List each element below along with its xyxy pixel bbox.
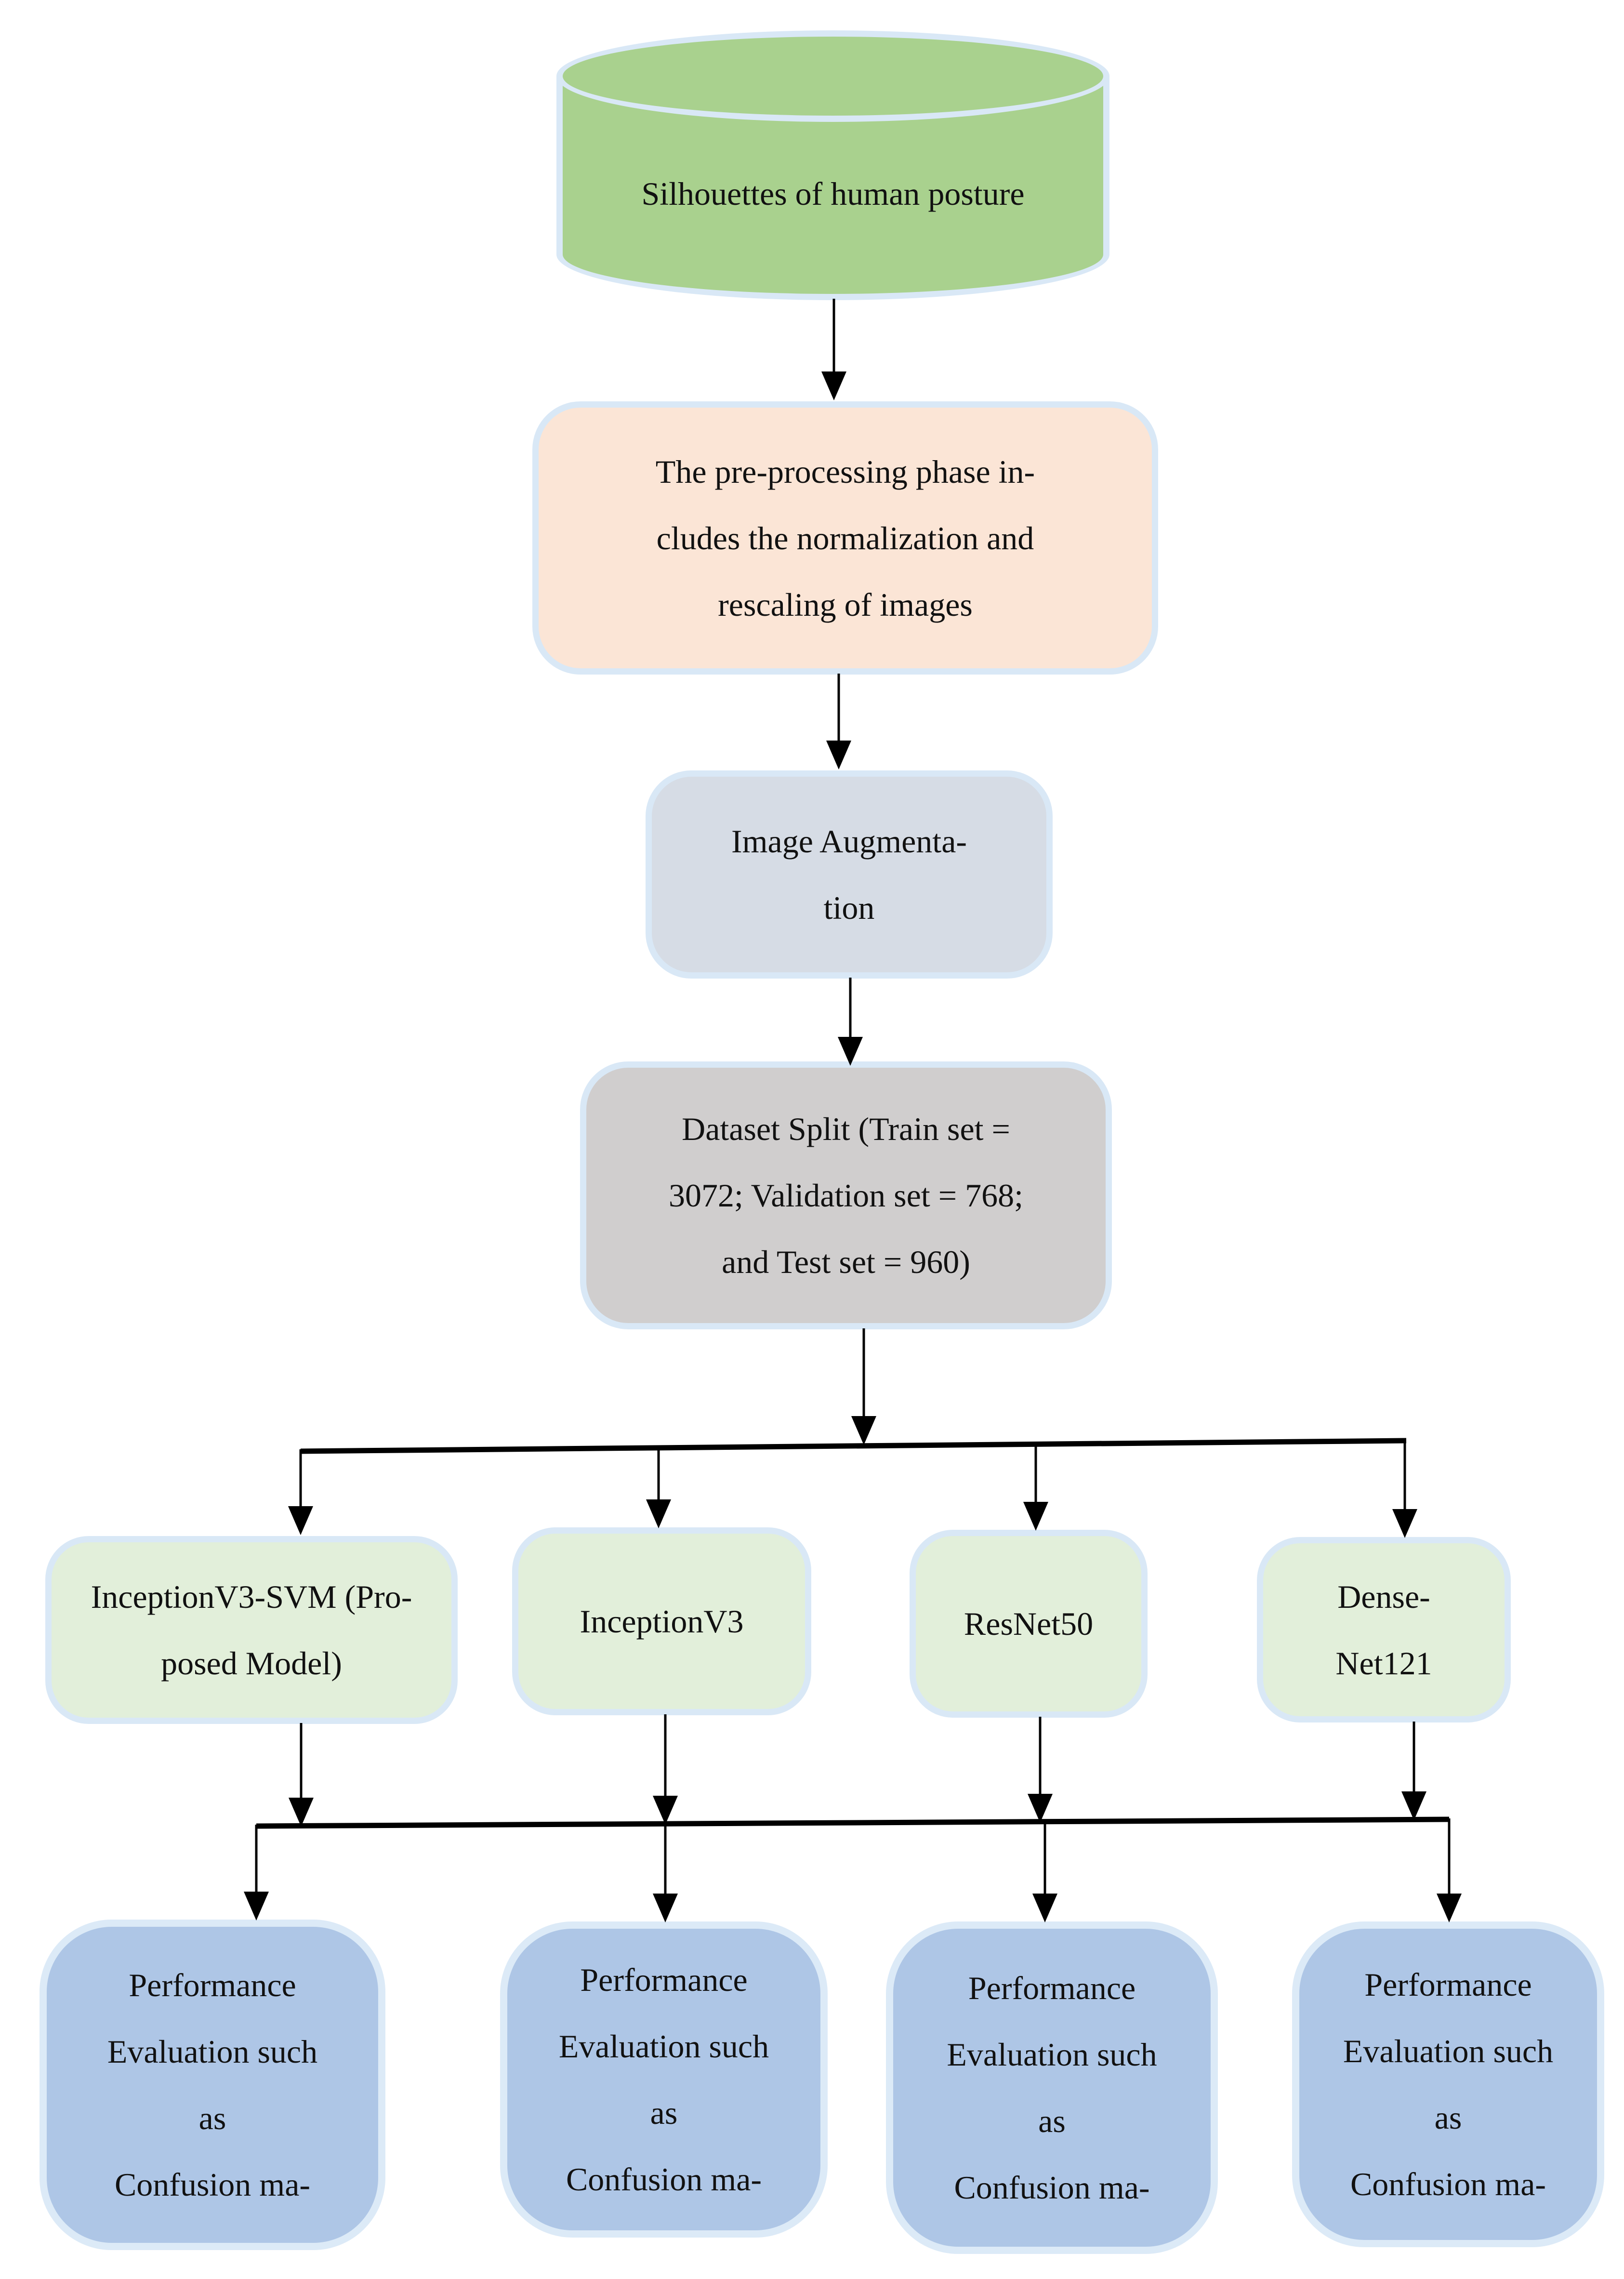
evaluation-line: Evaluation such bbox=[558, 2028, 769, 2065]
model-box-resnet50: ResNet50 bbox=[910, 1530, 1148, 1718]
model-line: ResNet50 bbox=[964, 1605, 1094, 1642]
evaluation-box-1: Performance Evaluation such as Confusion… bbox=[40, 1920, 385, 2250]
arrowhead-branch-to-evaluation-3 bbox=[1032, 1894, 1057, 1922]
evaluation-line: Evaluation such bbox=[107, 2033, 318, 2070]
arrowhead-model-4-to-branch bbox=[1401, 1791, 1426, 1820]
dataset-split-line-3: and Test set = 960) bbox=[722, 1244, 970, 1280]
model-line: InceptionV3 bbox=[580, 1603, 744, 1640]
dataset-split-line-1: Dataset Split (Train set = bbox=[682, 1111, 1010, 1147]
arrowhead-branch-to-model-2 bbox=[646, 1499, 671, 1528]
arrowhead-branch-to-model-3 bbox=[1023, 1502, 1048, 1531]
evaluation-line: Performance bbox=[968, 1970, 1136, 2006]
arrowhead-branch-to-evaluation-4 bbox=[1437, 1894, 1462, 1922]
augmentation-box: Image Augmenta- tion bbox=[646, 770, 1053, 979]
evaluation-box-4: Performance Evaluation such as Confusion… bbox=[1292, 1921, 1604, 2247]
evaluation-box-3: Performance Evaluation such as Confusion… bbox=[886, 1921, 1218, 2254]
arrowhead-model-3-to-branch bbox=[1028, 1794, 1053, 1823]
database-label: Silhouettes of human posture bbox=[641, 175, 1025, 212]
model-box-densenet121: Dense- Net121 bbox=[1257, 1537, 1511, 1722]
evaluation-line: Confusion ma- bbox=[114, 2166, 311, 2203]
preprocessing-line-2: cludes the normalization and bbox=[656, 519, 1034, 556]
dataset-split-box: Dataset Split (Train set = 3072; Validat… bbox=[580, 1061, 1112, 1329]
arrowhead-split-to-branch bbox=[851, 1416, 876, 1445]
arrowhead-branch-to-evaluation-1 bbox=[244, 1892, 269, 1921]
evaluation-line: Performance bbox=[129, 1967, 296, 2003]
evaluation-line: Evaluation such bbox=[1343, 2033, 1554, 2069]
arrowhead-branch-to-model-4 bbox=[1392, 1509, 1417, 1538]
augmentation-line-2: tion bbox=[823, 889, 875, 926]
evaluation-line: as bbox=[650, 2094, 678, 2131]
evaluation-line: Performance bbox=[580, 1961, 748, 1998]
model-box-inceptionv3: InceptionV3 bbox=[512, 1527, 811, 1715]
arrowhead-model-1-to-branch bbox=[289, 1798, 314, 1827]
arrowhead-db-to-preprocessing bbox=[821, 371, 846, 400]
evaluation-line: as bbox=[198, 2100, 226, 2136]
evaluation-line: Evaluation such bbox=[947, 2036, 1157, 2073]
arrowhead-branch-to-model-1 bbox=[288, 1506, 313, 1535]
augmentation-line-1: Image Augmenta- bbox=[731, 823, 967, 860]
branch-line-evaluations bbox=[256, 1816, 1450, 1829]
evaluation-line: Performance bbox=[1364, 1966, 1532, 2003]
dataset-split-line-2: 3072; Validation set = 768; bbox=[669, 1177, 1023, 1214]
preprocessing-line-1: The pre-processing phase in- bbox=[655, 453, 1035, 490]
preprocessing-box: The pre-processing phase in- cludes the … bbox=[532, 401, 1158, 675]
arrowhead-model-2-to-branch bbox=[653, 1796, 678, 1825]
evaluation-line: Confusion ma- bbox=[566, 2161, 762, 2198]
arrowhead-preprocessing-to-augmentation bbox=[826, 741, 851, 769]
model-line: InceptionV3-SVM (Pro- bbox=[91, 1578, 412, 1615]
evaluation-box-2: Performance Evaluation such as Confusion… bbox=[500, 1921, 828, 2238]
evaluation-line: Confusion ma- bbox=[1350, 2166, 1546, 2202]
database-cylinder-top-ellipse bbox=[556, 30, 1109, 122]
preprocessing-line-3: rescaling of images bbox=[718, 586, 973, 623]
evaluation-line: as bbox=[1434, 2099, 1462, 2136]
evaluation-line: as bbox=[1038, 2103, 1066, 2139]
model-line: Dense- bbox=[1337, 1578, 1430, 1615]
arrowhead-branch-to-evaluation-2 bbox=[653, 1894, 678, 1922]
evaluation-line: Confusion ma- bbox=[954, 2169, 1150, 2206]
branch-line-models bbox=[300, 1438, 1407, 1454]
model-line: Net121 bbox=[1335, 1644, 1432, 1682]
model-box-inceptionv3-svm: InceptionV3-SVM (Pro- posed Model) bbox=[45, 1536, 458, 1724]
model-line: posed Model) bbox=[161, 1645, 342, 1682]
